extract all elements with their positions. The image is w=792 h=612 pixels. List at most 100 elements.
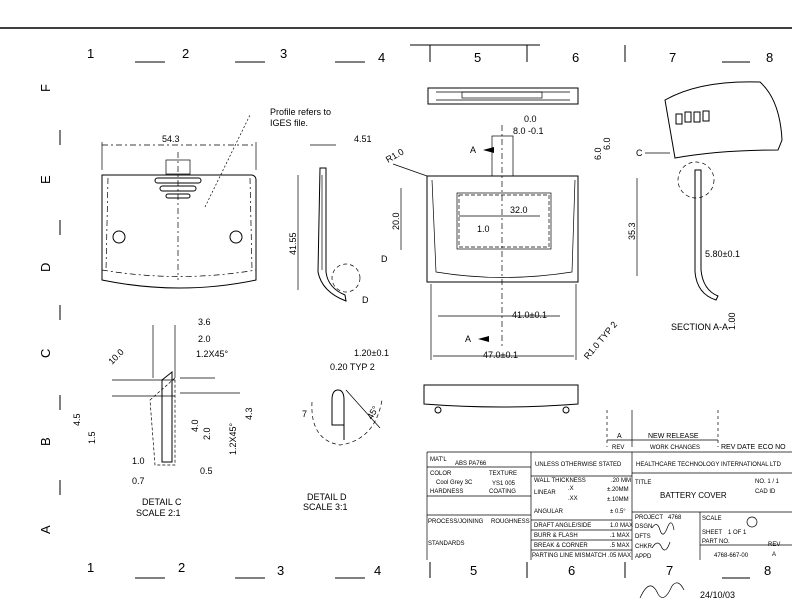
rev-value: A	[772, 552, 776, 558]
detail-c: 3.6 2.0 1.2X45° 10.0 4.5 1.5 4.0 2.0 1.2…	[72, 317, 254, 518]
dim-47: 47.0±0.1	[483, 350, 518, 360]
wall-value: .20 MM	[611, 478, 631, 484]
color-label: COLOR	[430, 471, 452, 477]
dim-32: 32.0	[510, 205, 528, 215]
dim-1-20: 1.20±0.1	[354, 348, 389, 358]
zone-e: E	[38, 175, 53, 184]
detail-d: 1.20±0.1 0.20 TYP 2 7 45° DETAIL D SCALE…	[302, 348, 389, 512]
zone-3: 3	[280, 46, 287, 61]
dim-6b: 6.0	[602, 137, 612, 150]
zone-labels-top: 1 2 3 4 5 6 7 8	[87, 46, 773, 65]
zone-c: C	[38, 349, 53, 358]
zone-6: 6	[572, 50, 579, 65]
section-title: SECTION A-A	[671, 322, 728, 332]
dim-1-2x45b: 1.2X45°	[228, 422, 238, 455]
signatures	[651, 522, 675, 551]
dim-5-80: 5.80±0.1	[705, 249, 740, 259]
dim-r1-typ: R1.0 TYP 2	[582, 319, 619, 361]
zone-8: 8	[764, 563, 771, 578]
linear-xx: .XX	[568, 496, 578, 502]
break-value: .5 MAX	[610, 543, 630, 549]
detail-c-title: DETAIL C	[142, 497, 182, 507]
draft-value: 1.0 MAX	[610, 523, 633, 529]
zone-8: 8	[766, 50, 773, 65]
hardness-label: HARDNESS	[430, 489, 463, 495]
main-view: 0.0 8.0 -0.1 A R1.0 20.0 32.0 1.0 6.0 6.…	[381, 114, 638, 361]
detail-d-title: DETAIL D	[307, 492, 347, 502]
dim-2-0: 2.0	[198, 334, 211, 344]
angular-value: ± 0.5°	[610, 509, 626, 515]
draft-label: DRAFT ANGLE/SIDE	[534, 523, 591, 529]
color-value: Cool Grey 3C	[436, 480, 473, 486]
zone-6: 6	[568, 563, 575, 578]
zone-7: 7	[669, 50, 676, 65]
title-label: TITLE	[635, 480, 651, 486]
zone-1: 1	[87, 46, 94, 61]
dim-width: 54.3	[162, 134, 180, 144]
burr-value: .1 MAX	[610, 533, 630, 539]
side-view: 41.55 4.51 D	[288, 134, 372, 305]
appd-label: APPD	[635, 554, 652, 560]
note-profile: Profile refers to	[270, 107, 331, 117]
chkr-label: CHKR	[635, 544, 653, 550]
zone-7: 7	[666, 563, 673, 578]
approval-signature: 24/10/03	[639, 582, 735, 600]
dim-height: 41.55	[288, 232, 298, 255]
bottom-view	[423, 384, 579, 414]
eco-header: ECO NO	[758, 444, 786, 451]
zone-f: F	[38, 84, 53, 92]
dim-2-0b: 2.0	[202, 427, 212, 440]
linear-x: .X	[568, 486, 574, 492]
zone-2: 2	[178, 560, 185, 575]
zone-labels-left: F E D C B A	[38, 84, 53, 534]
dim-4-0: 4.0	[190, 419, 200, 432]
texture-value: YS1 005	[492, 481, 516, 487]
dim-4-5: 4.5	[72, 413, 82, 426]
zone-1: 1	[87, 560, 94, 575]
project-value: 4768	[668, 515, 682, 521]
dim-tab: 8.0 -0.1	[513, 126, 544, 136]
linear-tol-1: ±.20MM	[607, 487, 629, 493]
zone-5: 5	[474, 50, 481, 65]
dim-radius: R1.0	[384, 147, 405, 165]
material-label: MAT'L	[430, 457, 447, 463]
note-profile-2: IGES file.	[270, 118, 308, 128]
section-a-marker-2: A	[465, 334, 471, 344]
angular-label: ANGULAR	[534, 509, 564, 515]
parting-value: .05 MAX	[608, 553, 631, 559]
material-value: ABS PA766	[455, 461, 487, 467]
dsgn-label: DSGN	[635, 524, 652, 530]
dim-20: 20.0	[391, 212, 401, 230]
rev-header-2: REV	[721, 444, 736, 451]
roughness-label: ROUGHNESS	[491, 519, 530, 525]
detail-d-scale: SCALE 3:1	[303, 502, 348, 512]
zone-5: 5	[470, 563, 477, 578]
section-a-a: C 5.80±0.1 1.00 SECTION A-A	[636, 81, 783, 332]
dim-3-6: 3.6	[198, 317, 211, 327]
linear-tol-2: ±.10MM	[607, 497, 629, 503]
dim-1: 1.0	[477, 224, 490, 234]
linear-label: LINEAR	[534, 490, 556, 496]
front-view: 54.3 Profile refers to IGES file.	[101, 107, 331, 289]
changes-header: WORK CHANGES	[650, 445, 700, 451]
signature-date: 24/10/03	[700, 590, 735, 600]
dim-35-3: 35.3	[627, 222, 637, 240]
zone-3: 3	[277, 563, 284, 578]
dim-6a: 6.0	[593, 147, 603, 160]
zone-d: D	[38, 263, 53, 272]
dim-4-3: 4.3	[244, 407, 254, 420]
rev-header: REV	[612, 445, 624, 451]
drawing-title: BATTERY COVER	[660, 491, 727, 500]
date-header: DATE	[737, 444, 755, 451]
dim-0-7: 0.7	[132, 476, 145, 486]
wall-label: WALL THICKNESS	[534, 478, 586, 484]
part-number: 4768-667-00	[714, 553, 749, 559]
revision-description: NEW RELEASE	[648, 433, 699, 440]
projection-symbol	[746, 516, 758, 528]
dim-depth: 4.51	[354, 134, 372, 144]
texture-label: TEXTURE	[489, 471, 517, 477]
dim-0-5: 0.5	[200, 466, 213, 476]
zone-a: A	[38, 525, 53, 534]
